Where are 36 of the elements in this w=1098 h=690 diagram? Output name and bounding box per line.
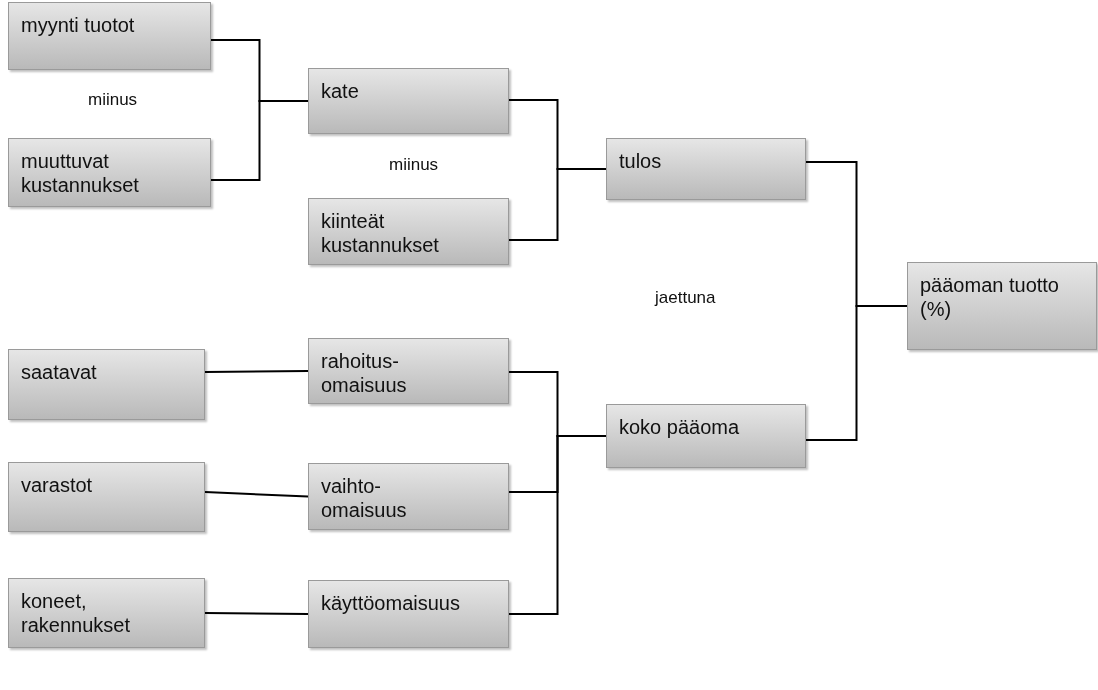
box-label: vaihto-omaisuus (321, 474, 408, 522)
box-label: kiinteät kustannukset (321, 209, 440, 257)
connector-line (210, 100, 309, 181)
operator-label: miinus (88, 90, 138, 110)
process-box (308, 338, 509, 404)
process-box (8, 462, 205, 532)
process-box (308, 463, 509, 530)
process-box (907, 262, 1097, 350)
box-label: tulos (619, 149, 663, 173)
box-label: pääoman tuotto (%) (920, 273, 1060, 321)
box-label: rahoitus-omaisuus (321, 349, 408, 397)
operator-label: miinus (389, 155, 439, 175)
process-box (8, 2, 211, 70)
connector-line (508, 168, 607, 241)
box-label: koko pääoma (619, 415, 741, 439)
connector-line (204, 612, 309, 615)
box-label: myynti tuotot (21, 13, 136, 37)
process-box (8, 138, 211, 207)
box-label: saatavat (21, 360, 98, 384)
connector-line (204, 491, 309, 498)
box-label: kate (321, 79, 360, 103)
process-box (606, 404, 806, 468)
operator-label: jaettuna (655, 288, 716, 308)
box-label: koneet, rakennukset (21, 589, 131, 637)
box-label: varastot (21, 473, 94, 497)
connector-line (508, 435, 607, 615)
box-label: muuttuvat kustannukset (21, 149, 140, 197)
process-box (8, 578, 205, 648)
process-box (8, 349, 205, 420)
process-box (606, 138, 806, 200)
process-box (308, 68, 509, 134)
process-box (308, 580, 509, 648)
connector-line (204, 370, 309, 373)
process-box (308, 198, 509, 265)
connector-line (805, 305, 908, 441)
box-label: käyttöomaisuus (321, 591, 461, 615)
